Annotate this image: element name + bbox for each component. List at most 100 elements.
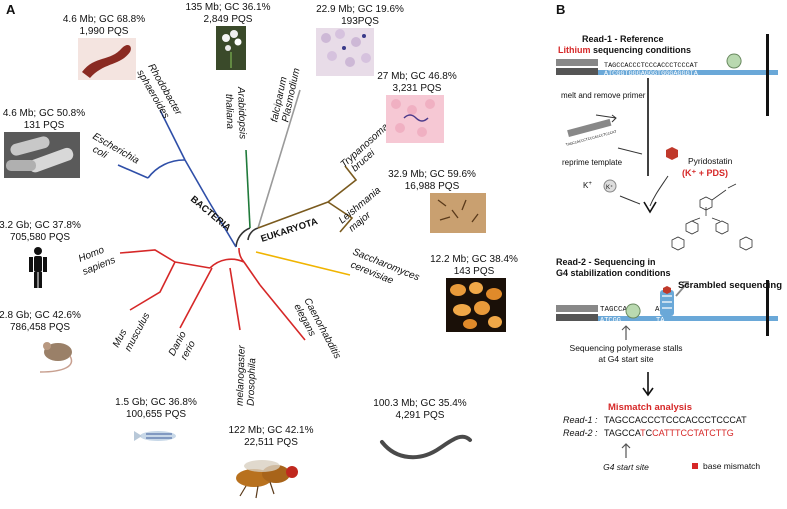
read1-condition-lithium: Lithium	[558, 45, 591, 55]
svg-text:K⁺: K⁺	[606, 184, 613, 191]
group-label-eukaryota: EUKARYOTA	[260, 216, 320, 245]
read1-title: Read-1 - Reference	[582, 34, 664, 44]
mismatch-base: CAT	[652, 428, 670, 438]
panel-b-label: B	[556, 2, 565, 17]
step-reprime: reprime template	[562, 158, 623, 167]
image-danio	[134, 431, 176, 441]
read1-compare-seq: TAGCCACCCTCCCACCCTCCCAT	[604, 415, 747, 425]
stats-drosophila-2: 22,511 PQS	[244, 437, 298, 448]
mismatch-base: T	[670, 428, 676, 438]
root-arc	[247, 227, 259, 241]
image-homo	[29, 247, 47, 288]
stats-homo-1: 3.2 Gb; GC 37.8%	[0, 220, 81, 231]
stats-rhodobacter-1: 4.6 Mb; GC 68.8%	[63, 14, 145, 25]
legend-mismatch-label: base mismatch	[703, 461, 760, 471]
branch-saccharomyces	[255, 251, 351, 276]
read1-complement: ATCGGTGGGAGGGTGGGAGGGTA	[604, 70, 699, 78]
scrambled-arrow	[675, 281, 689, 297]
read1-condition-rest: sequencing conditions	[591, 45, 692, 55]
taxon-arabidopsis-line2: thaliana	[223, 94, 235, 130]
step-melt: melt and remove primer	[561, 91, 646, 100]
image-plasmodium	[316, 28, 374, 76]
stats-plasmodium-2: 193PQS	[341, 16, 379, 27]
image-arabidopsis	[216, 26, 246, 70]
read2-seq-top: TAGCCA	[600, 306, 628, 314]
stats-drosophila-1: 122 Mb; GC 42.1%	[228, 425, 313, 436]
read2-seq-bottom-end: TA	[656, 317, 665, 325]
stats-homo-2: 705,580 PQS	[10, 232, 70, 243]
mismatch-base: T	[640, 428, 646, 438]
mismatch-base: T	[694, 428, 700, 438]
stats-trypanosoma-1: 27 Mb; GC 46.8%	[377, 71, 457, 82]
group-label-bacteria: BACTERIA	[188, 194, 233, 234]
image-caenorhabditis	[380, 434, 472, 460]
image-mus	[39, 342, 73, 373]
stats-leishmania-2: 16,988 PQS	[405, 181, 460, 192]
scrambled-label: Scrambled sequencing	[678, 280, 782, 291]
stats-caenorhabditis-1: 100.3 Mb; GC 35.4%	[373, 398, 466, 409]
stall-line2: at G4 start site	[598, 354, 654, 364]
stats-caenorhabditis-2: 4,291 PQS	[396, 410, 445, 421]
mismatch-base: CC	[681, 428, 694, 438]
svg-text:Lithium sequencing conditions: Lithium sequencing conditions	[558, 45, 691, 55]
melt-arrow	[595, 114, 617, 123]
stats-mus-2: 786,458 PQS	[10, 322, 70, 333]
g4-start-label: G4 start site	[603, 462, 649, 472]
stats-saccharomyces-1: 12.2 Mb; GC 38.4%	[430, 254, 518, 265]
stats-mus-1: 2.8 Gb; GC 42.6%	[0, 310, 81, 321]
taxon-arabidopsis-line1: Arabidopsis	[235, 86, 248, 140]
branch-ecoli	[117, 164, 149, 179]
branch-drosophila	[229, 267, 241, 331]
stats-plasmodium-1: 22.9 Mb; GC 19.6%	[316, 4, 404, 15]
read2-compare-seq: TAGCCATCCATTTCCTATCTTG	[604, 428, 734, 438]
drug-name: Pyridostatin	[688, 156, 733, 166]
image-trypanosoma	[386, 95, 444, 143]
read2-compare-label: Read-2 :	[563, 428, 598, 438]
read2-seq-top-end: AT	[655, 306, 665, 314]
panel-a-label: A	[6, 2, 16, 17]
root-arc-outer	[235, 227, 251, 248]
read2-strands: TAGCCA AT ATCGG TA	[556, 280, 778, 336]
stats-rhodobacter-2: 1,990 PQS	[80, 26, 129, 37]
mismatch-base: ATC	[698, 428, 716, 438]
mismatch-base: TTG	[716, 428, 734, 438]
ion-k-icon	[603, 179, 617, 193]
image-saccharomyces	[446, 278, 506, 332]
legend-mismatch-swatch	[692, 463, 698, 469]
branch-bacteria	[207, 199, 237, 248]
removed-primer: TAGCCACCCTCCCACCCTCCCAT	[566, 118, 618, 148]
drug-condition: (K⁺ + PDS)	[682, 168, 728, 178]
image-leishmania	[430, 193, 486, 233]
branch-rhodobacter	[159, 109, 186, 161]
branch-arabidopsis	[245, 149, 251, 229]
stats-arabidopsis-1: 135 Mb; GC 36.1%	[185, 2, 270, 13]
to-mismatch-arrow	[642, 372, 654, 397]
g4-start-arrow	[621, 443, 631, 458]
image-rhodobacter	[78, 38, 136, 80]
polymerase-icon	[625, 303, 641, 319]
read1-sequence: TAGCCACCCTCCCACCCTCCCAT	[604, 62, 698, 70]
pds-arrow	[649, 175, 669, 207]
read1-compare-label: Read-1 :	[563, 415, 598, 425]
branch-danio	[179, 267, 213, 329]
match-base: C	[646, 428, 653, 438]
pds-structure-icon	[671, 183, 753, 251]
branch-kinetoplastids	[257, 201, 329, 229]
pds-bound-icon	[663, 286, 671, 294]
pds-hexagon-icon	[666, 147, 678, 160]
taxon-drosophila-line2: melanogaster	[235, 344, 248, 406]
stall-line1: Sequencing polymerase stalls	[570, 343, 683, 353]
taxon-drosophila-line1: Drosophila	[246, 357, 259, 406]
stats-ecoli-1: 4.6 Mb; GC 50.8%	[3, 108, 85, 119]
read1-strands: TAGCCACCCTCCCACCCTCCCAT ATCGGTGGGAGGGTGG…	[556, 34, 778, 116]
stats-arabidopsis-2: 2,849 PQS	[204, 14, 253, 25]
branch-leishmania	[327, 201, 354, 233]
branch-mus	[129, 261, 176, 311]
mismatch-base: T	[675, 428, 681, 438]
read2-title-2: G4 stabilization conditions	[556, 268, 671, 278]
branch-caenorhabditis	[259, 284, 306, 341]
branch-plasmodium	[257, 89, 301, 229]
image-ecoli	[4, 132, 80, 178]
stats-danio-2: 100,655 PQS	[126, 409, 186, 420]
